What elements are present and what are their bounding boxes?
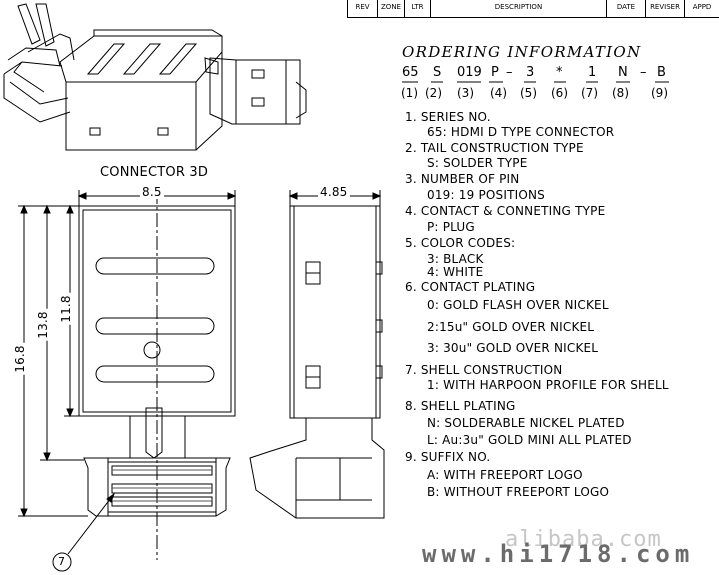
code-part-2: S (433, 65, 442, 80)
rev-col-appd: APPD (692, 3, 712, 11)
code-part-9: N (618, 65, 628, 80)
rev-col-rev: REV (348, 0, 378, 17)
code-part-3: 019 (457, 65, 482, 80)
dim-16-8-label: 16.8 (12, 343, 27, 375)
code-number-3: (3) (457, 86, 474, 100)
code-number-9: (9) (651, 86, 668, 100)
code-part-8: 1 (588, 65, 597, 80)
spec-1-heading: 1. SERIES NO. (405, 110, 491, 124)
revision-table: REV ZONE LTR DESCRIPTION DATE REVISER AP… (347, 0, 719, 18)
code-part-1: 65 (402, 65, 419, 80)
spec-9-heading: 9. SUFFIX NO. (405, 450, 491, 464)
rev-col-ltr: LTR (405, 0, 431, 17)
spec-1-line-1: 65: HDMI D TYPE CONNECTOR (427, 125, 615, 139)
rev-col-description: DESCRIPTION (431, 0, 607, 17)
code-number-1: (1) (401, 86, 418, 100)
spec-5-line-2: 4: WHITE (427, 265, 484, 279)
spec-7-heading: 7. SHELL CONSTRUCTION (405, 363, 563, 377)
spec-7-line-1: 1: WITH HARPOON PROFILE FOR SHELL (427, 378, 669, 392)
spec-9-line-1: A: WITH FREEPORT LOGO (427, 468, 583, 482)
spec-8-line-1: N: SOLDERABLE NICKEL PLATED (427, 416, 625, 430)
code-number-2: (2) (425, 86, 442, 100)
code-part-4: P (491, 65, 499, 80)
spec-6-line-3: 3: 30u" GOLD OVER NICKEL (427, 341, 599, 355)
code-part-6: 3 (526, 65, 535, 80)
connector-3d-label: CONNECTOR 3D (100, 165, 209, 180)
rev-col-zone: ZONE (378, 0, 405, 17)
dim-13-8-label: 13.8 (35, 309, 50, 341)
spec-3-line-1: 019: 19 POSITIONS (427, 188, 545, 202)
spec-2-heading: 2. TAIL CONSTRUCTION TYPE (405, 141, 584, 155)
connector-3d-view (3, 3, 307, 151)
dim-width-label: 8.5 (140, 185, 164, 199)
spec-8-heading: 8. SHELL PLATING (405, 399, 516, 413)
code-number-5: (5) (520, 86, 537, 100)
spec-5-heading: 5. COLOR CODES: (405, 236, 516, 250)
spec-4-heading: 4. CONTACT & CONNETING TYPE (405, 204, 606, 218)
spec-4-line-1: P: PLUG (427, 220, 475, 234)
dim-11-8-label: 11.8 (58, 293, 73, 325)
balloon-7-label: 7 (58, 555, 66, 568)
spec-8-line-2: L: Au:3u" GOLD MINI ALL PLATED (427, 433, 632, 447)
code-number-4: (4) (490, 86, 507, 100)
code-number-6: (6) (551, 86, 568, 100)
spec-3-heading: 3. NUMBER OF PIN (405, 172, 520, 186)
code-part-11: B (657, 65, 666, 80)
spec-2-line-1: S: SOLDER TYPE (427, 156, 528, 170)
code-part-7: * (556, 65, 563, 80)
ordering-information-title: ORDERING INFORMATION (402, 43, 642, 61)
connector-front-view (18, 190, 237, 572)
code-number-7: (7) (581, 86, 598, 100)
spec-6-line-2: 2:15u" GOLD OVER NICKEL (427, 320, 595, 334)
dim-depth-label: 4.85 (318, 185, 350, 199)
spec-6-heading: 6. CONTACT PLATING (405, 280, 536, 294)
watermark-top: alibaba.com (505, 527, 662, 552)
spec-9-line-2: B: WITHOUT FREEPORT LOGO (427, 485, 610, 499)
spec-5-line-1: 3: BLACK (427, 252, 484, 266)
spec-6-line-1: 0: GOLD FLASH OVER NICKEL (427, 298, 609, 312)
watermark-bottom: www.hi1718.com (422, 540, 695, 568)
rev-col-date: DATE (607, 0, 646, 17)
rev-col-reviser: REVISER (646, 0, 685, 17)
code-part-10: – (640, 65, 647, 80)
code-part-5: – (506, 65, 513, 80)
code-number-8: (8) (612, 86, 629, 100)
